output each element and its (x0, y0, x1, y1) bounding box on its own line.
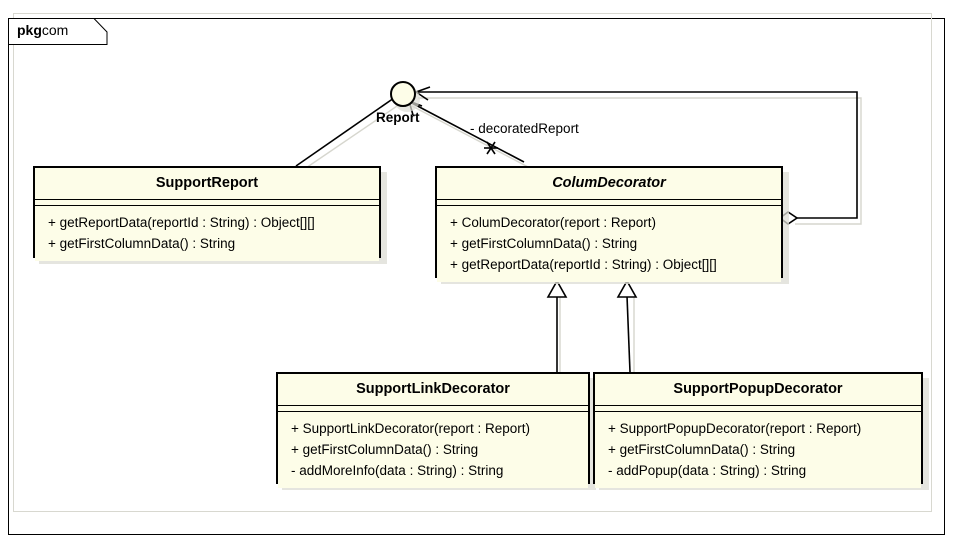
class-attributes-compartment-support-report (35, 200, 379, 205)
class-title-support-popup-decorator: SupportPopupDecorator (595, 374, 921, 405)
operation-row: + SupportLinkDecorator(report : Report) (291, 421, 530, 436)
operation-row: + SupportPopupDecorator(report : Report) (608, 421, 862, 436)
class-box-support-popup-decorator[interactable]: SupportPopupDecorator + SupportPopupDeco… (593, 372, 923, 488)
operation-row: - addMoreInfo(data : String) : String (291, 463, 504, 478)
class-attributes-compartment-support-link-decorator (278, 406, 588, 411)
class-separator (35, 205, 379, 206)
class-box-support-report[interactable]: SupportReport + getReportData(reportId :… (33, 166, 381, 261)
operation-row: + getFirstColumnData() : String (48, 236, 236, 251)
class-operations-compartment-colum-decorator: + ColumDecorator(report : Report) + getF… (437, 206, 781, 282)
association-role-label: - decoratedReport (470, 121, 579, 136)
operation-row: + getFirstColumnData() : String (450, 236, 638, 251)
class-separator (278, 405, 588, 406)
class-title-support-link-decorator: SupportLinkDecorator (278, 374, 588, 405)
class-separator (595, 405, 921, 406)
class-separator (278, 411, 588, 412)
class-attributes-compartment-support-popup-decorator (595, 406, 921, 411)
class-operations-compartment-support-link-decorator: + SupportLinkDecorator(report : Report) … (278, 412, 588, 488)
class-box-colum-decorator[interactable]: ColumDecorator + ColumDecorator(report :… (435, 166, 783, 282)
package-tab-label: pkgcom (17, 22, 68, 38)
operation-row: + ColumDecorator(report : Report) (450, 215, 656, 230)
package-name: com (41, 22, 69, 38)
class-operations-compartment-support-report: + getReportData(reportId : String) : Obj… (35, 206, 379, 261)
class-box-support-link-decorator[interactable]: SupportLinkDecorator + SupportLinkDecora… (276, 372, 590, 488)
class-separator (35, 199, 379, 200)
class-title-support-report: SupportReport (35, 168, 379, 199)
package-keyword: pkg (17, 22, 42, 38)
package-tab (8, 18, 108, 45)
class-separator (595, 411, 921, 412)
class-title-colum-decorator: ColumDecorator (437, 168, 781, 199)
report-interface-circle-icon[interactable] (390, 81, 416, 107)
operation-row: + getReportData(reportId : String) : Obj… (48, 215, 315, 230)
operation-row: + getFirstColumnData() : String (608, 442, 796, 457)
operation-row: - addPopup(data : String) : String (608, 463, 807, 478)
report-interface-label: Report (376, 110, 420, 125)
operation-row: + getReportData(reportId : String) : Obj… (450, 257, 717, 272)
operation-row: + getFirstColumnData() : String (291, 442, 479, 457)
class-operations-compartment-support-popup-decorator: + SupportPopupDecorator(report : Report)… (595, 412, 921, 488)
